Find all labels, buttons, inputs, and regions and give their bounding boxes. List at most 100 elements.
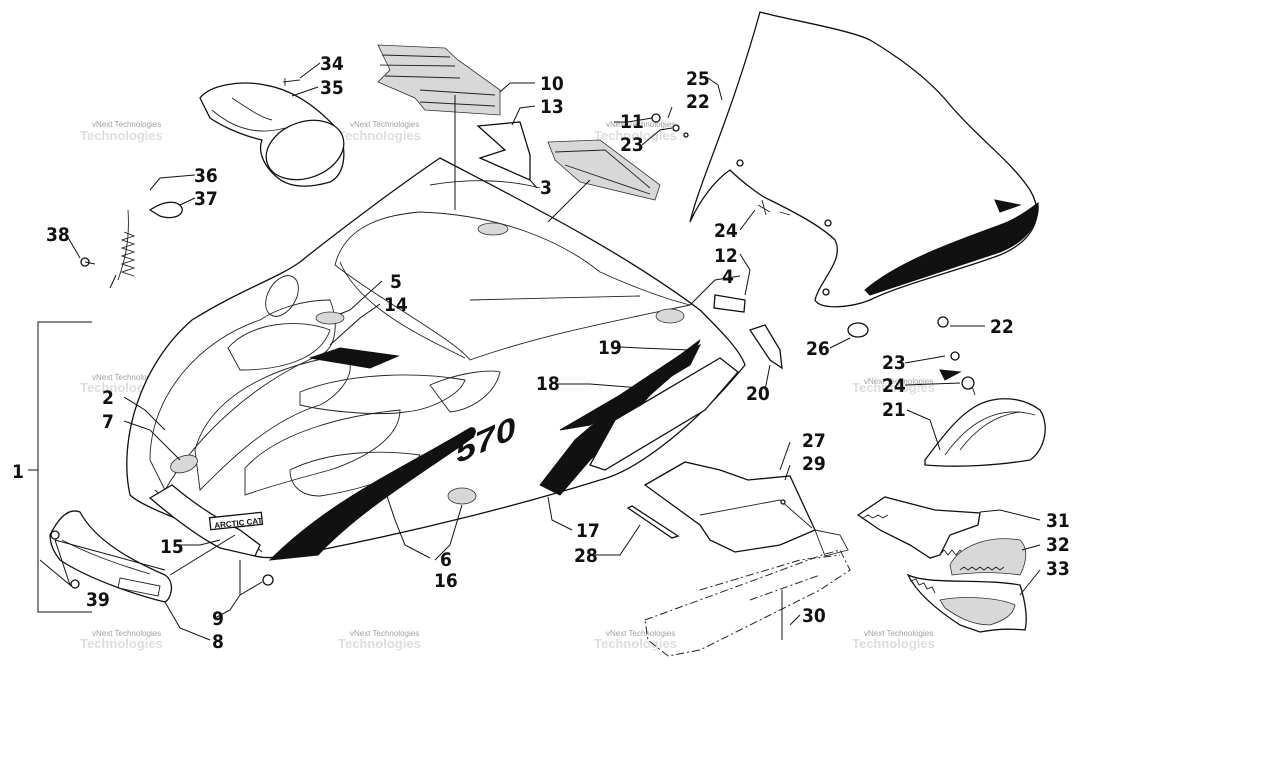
callout-33: 33 bbox=[1046, 558, 1070, 580]
callout-13: 13 bbox=[540, 96, 564, 118]
callout-23a: 23 bbox=[620, 134, 644, 156]
grommet-26 bbox=[847, 322, 869, 338]
svg-text:Technologies: Technologies bbox=[338, 636, 421, 651]
hardware-top bbox=[651, 113, 791, 216]
callout-27: 27 bbox=[802, 430, 826, 452]
svg-text:vNext Technologies: vNext Technologies bbox=[606, 120, 675, 129]
pad-33 bbox=[906, 573, 1027, 633]
callout-36: 36 bbox=[194, 165, 218, 187]
callout-9: 9 bbox=[212, 608, 224, 630]
callout-8: 8 bbox=[212, 631, 224, 653]
decal-oval-6 bbox=[447, 487, 477, 505]
decal-11 bbox=[547, 139, 661, 201]
callout-4: 4 bbox=[722, 266, 734, 288]
svg-text:Technologies: Technologies bbox=[80, 128, 163, 143]
svg-text:vNext Technologies: vNext Technologies bbox=[864, 377, 933, 386]
callout-22a: 22 bbox=[990, 316, 1014, 338]
svg-text:vNext Technologies: vNext Technologies bbox=[350, 120, 419, 129]
floor-pan-30 bbox=[644, 529, 851, 657]
console-cover-35 bbox=[199, 82, 345, 187]
decal-oval-4 bbox=[655, 308, 685, 324]
callout-18: 18 bbox=[536, 373, 560, 395]
pad-32 bbox=[949, 538, 1027, 576]
callout-6: 6 bbox=[440, 549, 452, 571]
callout-28: 28 bbox=[574, 545, 598, 567]
callout-14: 14 bbox=[384, 294, 408, 316]
screw-9 bbox=[239, 560, 274, 596]
callout-32: 32 bbox=[1046, 534, 1070, 556]
callout-2: 2 bbox=[102, 387, 114, 409]
hood-outline bbox=[126, 157, 746, 559]
pad-31 bbox=[856, 496, 981, 559]
decal-10 bbox=[377, 44, 501, 116]
svg-text:Technologies: Technologies bbox=[80, 636, 163, 651]
belly-panel-27 bbox=[643, 461, 816, 553]
callout-30: 30 bbox=[802, 605, 826, 627]
callout-12: 12 bbox=[714, 245, 738, 267]
hood-side-stripe bbox=[268, 427, 476, 561]
hood-left-vent bbox=[149, 299, 336, 491]
callout-39: 39 bbox=[86, 589, 110, 611]
rivet-34 bbox=[282, 78, 301, 86]
callout-19: 19 bbox=[598, 337, 622, 359]
callout-38: 38 bbox=[46, 224, 70, 246]
hood-assembly: ARCTIC CAT 570 bbox=[126, 157, 746, 561]
svg-text:Technologies: Technologies bbox=[594, 636, 677, 651]
hood-windshield-opening bbox=[334, 211, 691, 361]
callout-24a: 24 bbox=[714, 220, 738, 242]
svg-text:vNext Technologies: vNext Technologies bbox=[92, 373, 161, 382]
callout-29: 29 bbox=[802, 453, 826, 475]
svg-text:Technologies: Technologies bbox=[852, 636, 935, 651]
callout-20: 20 bbox=[746, 383, 770, 405]
svg-text:vNext Technologies: vNext Technologies bbox=[92, 120, 161, 129]
trim-strip-28 bbox=[626, 505, 680, 539]
hood-nose bbox=[148, 484, 261, 557]
callout-37: 37 bbox=[194, 188, 218, 210]
svg-text:Technologies: Technologies bbox=[594, 128, 677, 143]
svg-text:vNext Technologies: vNext Technologies bbox=[606, 629, 675, 638]
windshield-25 bbox=[689, 11, 1039, 308]
hood-latch-spring bbox=[80, 201, 183, 289]
svg-text:vNext Technologies: vNext Technologies bbox=[92, 629, 161, 638]
decal-12 bbox=[713, 294, 746, 313]
callout-25: 25 bbox=[686, 68, 710, 90]
callout-22b: 22 bbox=[686, 91, 710, 113]
svg-text:Technologies: Technologies bbox=[852, 380, 935, 395]
callout-7: 7 bbox=[102, 411, 114, 433]
callout-3: 3 bbox=[540, 177, 552, 199]
callout-34: 34 bbox=[320, 53, 344, 75]
callout-10: 10 bbox=[540, 73, 564, 95]
decal-oval-5 bbox=[315, 311, 345, 325]
callout-21: 21 bbox=[882, 399, 906, 421]
decal-13 bbox=[476, 121, 531, 181]
callout-11: 11 bbox=[620, 111, 644, 133]
leader-lines bbox=[39, 62, 1041, 641]
callout-24b: 24 bbox=[882, 375, 906, 397]
group-bracket-1 bbox=[37, 321, 92, 613]
callout-23b: 23 bbox=[882, 352, 906, 374]
callout-15: 15 bbox=[160, 536, 184, 558]
callout-labels: 1 2 3 4 5 6 7 8 9 10 11 12 13 14 15 16 1… bbox=[12, 53, 1070, 653]
mirror-21 bbox=[924, 316, 1046, 467]
callout-5: 5 bbox=[390, 271, 402, 293]
svg-text:Technologies: Technologies bbox=[338, 128, 421, 143]
callout-16: 16 bbox=[434, 570, 458, 592]
bumper-8 bbox=[49, 510, 173, 603]
callout-17: 17 bbox=[576, 520, 600, 542]
decal-oval-7 bbox=[170, 454, 198, 474]
callout-26: 26 bbox=[806, 338, 830, 360]
svg-text:vNext Technologies: vNext Technologies bbox=[864, 629, 933, 638]
bracket-20 bbox=[748, 324, 783, 370]
svg-text:vNext Technologies: vNext Technologies bbox=[350, 629, 419, 638]
callout-31: 31 bbox=[1046, 510, 1070, 532]
decal-oval-3 bbox=[477, 222, 509, 236]
